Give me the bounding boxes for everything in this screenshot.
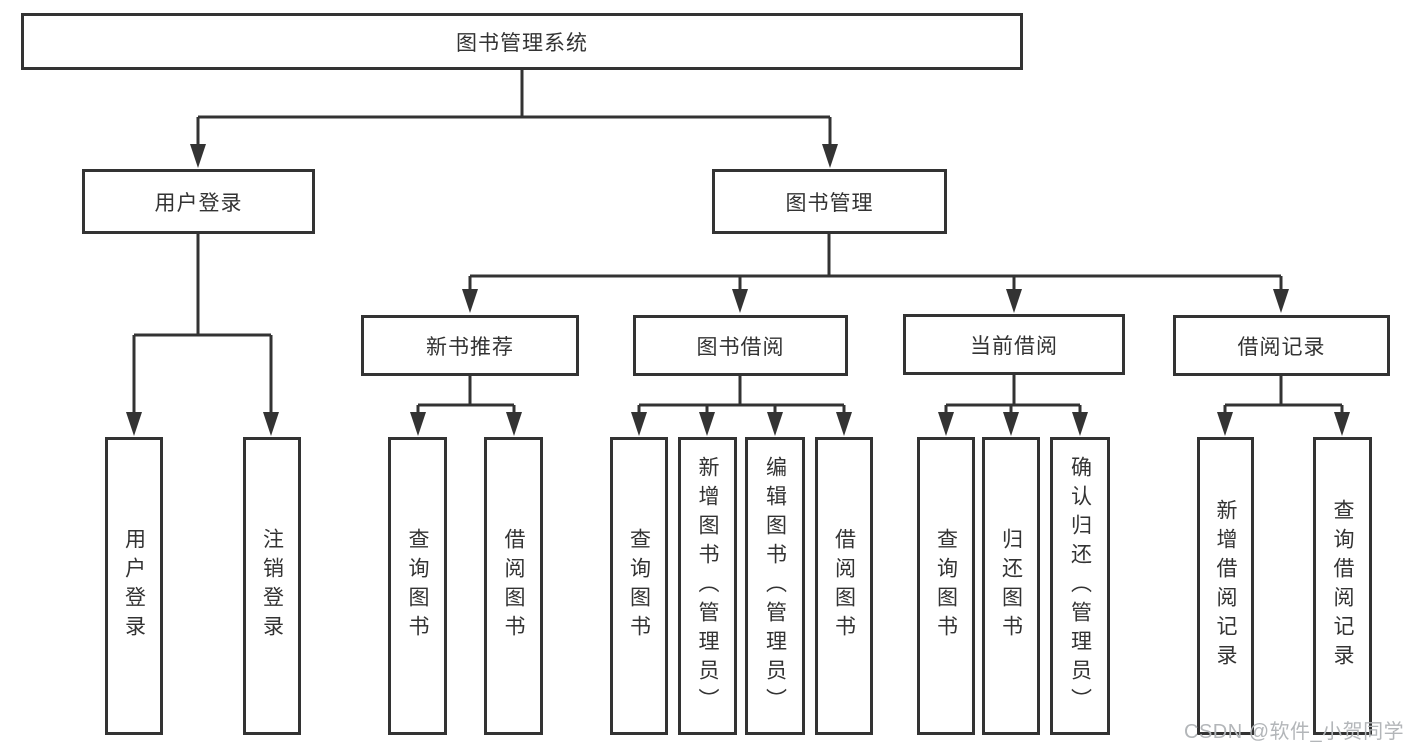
node-book-borrow-label: 图书借阅 — [696, 335, 785, 359]
node-book-management-label: 图书管理 — [785, 191, 874, 215]
leaf-query-books-recommend-label: 查询图书 — [406, 528, 429, 644]
leaf-add-books-admin-label: 新增图书（管理员） — [696, 455, 719, 717]
node-borrow-records: 借阅记录 — [1173, 315, 1390, 376]
node-user-login: 用户登录 — [82, 169, 315, 234]
leaf-query-borrow-record: 查询借阅记录 — [1313, 437, 1372, 735]
leaf-query-books-recommend: 查询图书 — [388, 437, 447, 735]
leaf-return-books: 归还图书 — [982, 437, 1040, 735]
node-book-borrow: 图书借阅 — [633, 315, 848, 376]
leaf-borrow-books-label: 借阅图书 — [832, 528, 856, 644]
node-current-borrow-label: 当前借阅 — [970, 334, 1058, 358]
leaf-add-borrow-record: 新增借阅记录 — [1197, 437, 1254, 735]
watermark: CSDN @软件_小贺同学 — [1184, 721, 1405, 743]
leaf-logout-label: 注销登录 — [260, 528, 284, 644]
leaf-confirm-return-admin-label: 确认归还（管理员） — [1068, 455, 1092, 717]
leaf-return-books-label: 归还图书 — [999, 528, 1023, 644]
node-current-borrow: 当前借阅 — [903, 314, 1125, 375]
leaf-query-books-current: 查询图书 — [917, 437, 975, 735]
leaf-logout: 注销登录 — [243, 437, 301, 735]
leaf-query-books-current-label: 查询图书 — [934, 528, 958, 644]
node-new-book-recommend-label: 新书推荐 — [426, 335, 514, 359]
leaf-borrow-books-recommend: 借阅图书 — [484, 437, 543, 735]
leaf-edit-books-admin-label: 编辑图书（管理员） — [763, 455, 787, 717]
leaf-query-borrow-record-label: 查询借阅记录 — [1331, 499, 1354, 673]
node-borrow-records-label: 借阅记录 — [1237, 335, 1326, 359]
leaf-borrow-books: 借阅图书 — [815, 437, 873, 735]
node-user-login-label: 用户登录 — [154, 191, 243, 215]
leaf-query-books-borrow: 查询图书 — [610, 437, 668, 735]
node-root: 图书管理系统 — [21, 13, 1023, 70]
leaf-add-borrow-record-label: 新增借阅记录 — [1214, 499, 1237, 673]
leaf-add-books-admin: 新增图书（管理员） — [678, 437, 737, 735]
leaf-user-login: 用户登录 — [105, 437, 163, 735]
leaf-confirm-return-admin: 确认归还（管理员） — [1050, 437, 1110, 735]
node-book-management: 图书管理 — [712, 169, 947, 234]
leaf-user-login-label: 用户登录 — [122, 528, 146, 644]
leaf-edit-books-admin: 编辑图书（管理员） — [745, 437, 805, 735]
leaf-borrow-books-recommend-label: 借阅图书 — [502, 528, 525, 644]
leaf-query-books-borrow-label: 查询图书 — [627, 528, 651, 644]
node-root-label: 图书管理系统 — [456, 31, 588, 55]
node-new-book-recommend: 新书推荐 — [361, 315, 579, 376]
